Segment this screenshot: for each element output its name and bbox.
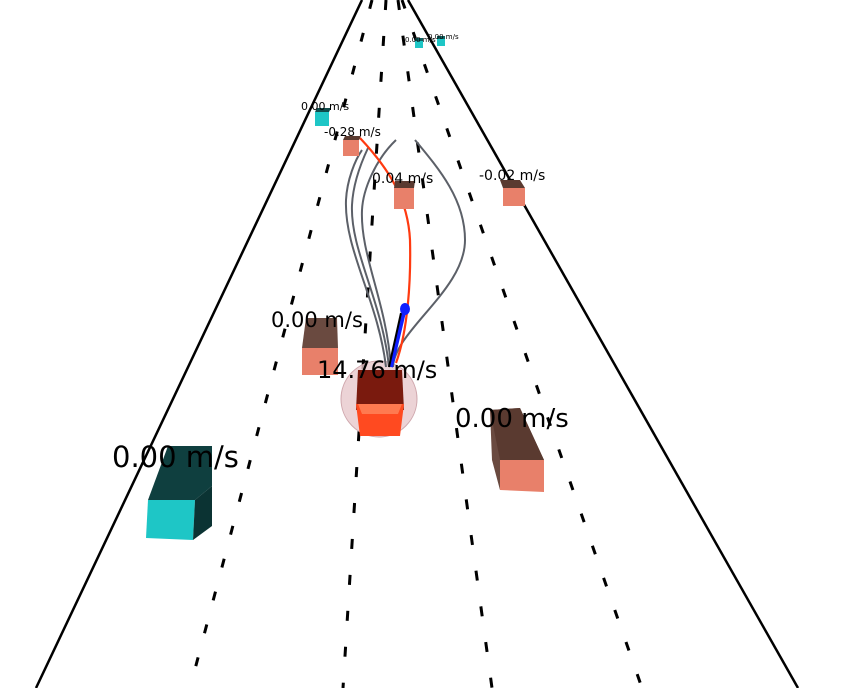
vehicle-far-cyan-1: [415, 38, 423, 48]
speed-label: 0.00 m/s: [405, 36, 436, 44]
vehicle-mid-orange-2: [394, 181, 415, 209]
candidate-path: [360, 139, 397, 368]
vehicle-near-right-orange: [490, 408, 544, 492]
speed-label: -0.28 m/s: [324, 125, 381, 139]
candidate-path: [344, 149, 387, 368]
ego-speed-label: 14.76 m/s: [317, 356, 437, 384]
speed-label: 0.00 m/s: [428, 33, 459, 41]
lane-line-3: [396, 0, 494, 688]
vehicle-mid-orange-1: [343, 136, 361, 156]
candidate-path: [350, 147, 390, 368]
path-target-marker: [400, 303, 410, 315]
candidate-paths: [344, 139, 467, 368]
speed-label: -0.02 m/s: [479, 168, 545, 184]
candidate-path: [392, 139, 467, 368]
selected-path: [389, 311, 406, 368]
vehicle-right-orange: [500, 180, 525, 206]
speed-labels: 0.00 m/s 0.00 m/s 0.00 m/s -0.28 m/s 0.0…: [112, 33, 569, 474]
road-edge-left: [34, 0, 364, 688]
ego-vehicle: [356, 370, 404, 436]
speed-label: 0.00 m/s: [301, 100, 349, 113]
road-edges: [34, 0, 800, 688]
speed-label: 0.00 m/s: [112, 440, 239, 474]
lane-lines: [188, 0, 644, 688]
speed-label: 0.04 m/s: [372, 171, 433, 187]
vehicle-left-cyan: [315, 108, 331, 126]
speed-label: 0.00 m/s: [455, 404, 569, 434]
speed-label: 0.00 m/s: [271, 308, 363, 332]
planned-path: [359, 137, 412, 364]
selected-path-black: [388, 312, 402, 368]
vehicle-near-left-orange: [302, 318, 338, 375]
road-edge-right: [406, 0, 800, 688]
lane-line-2: [341, 0, 388, 688]
vehicle-far-cyan-2: [437, 36, 445, 46]
vehicle-near-cyan: [146, 446, 212, 540]
